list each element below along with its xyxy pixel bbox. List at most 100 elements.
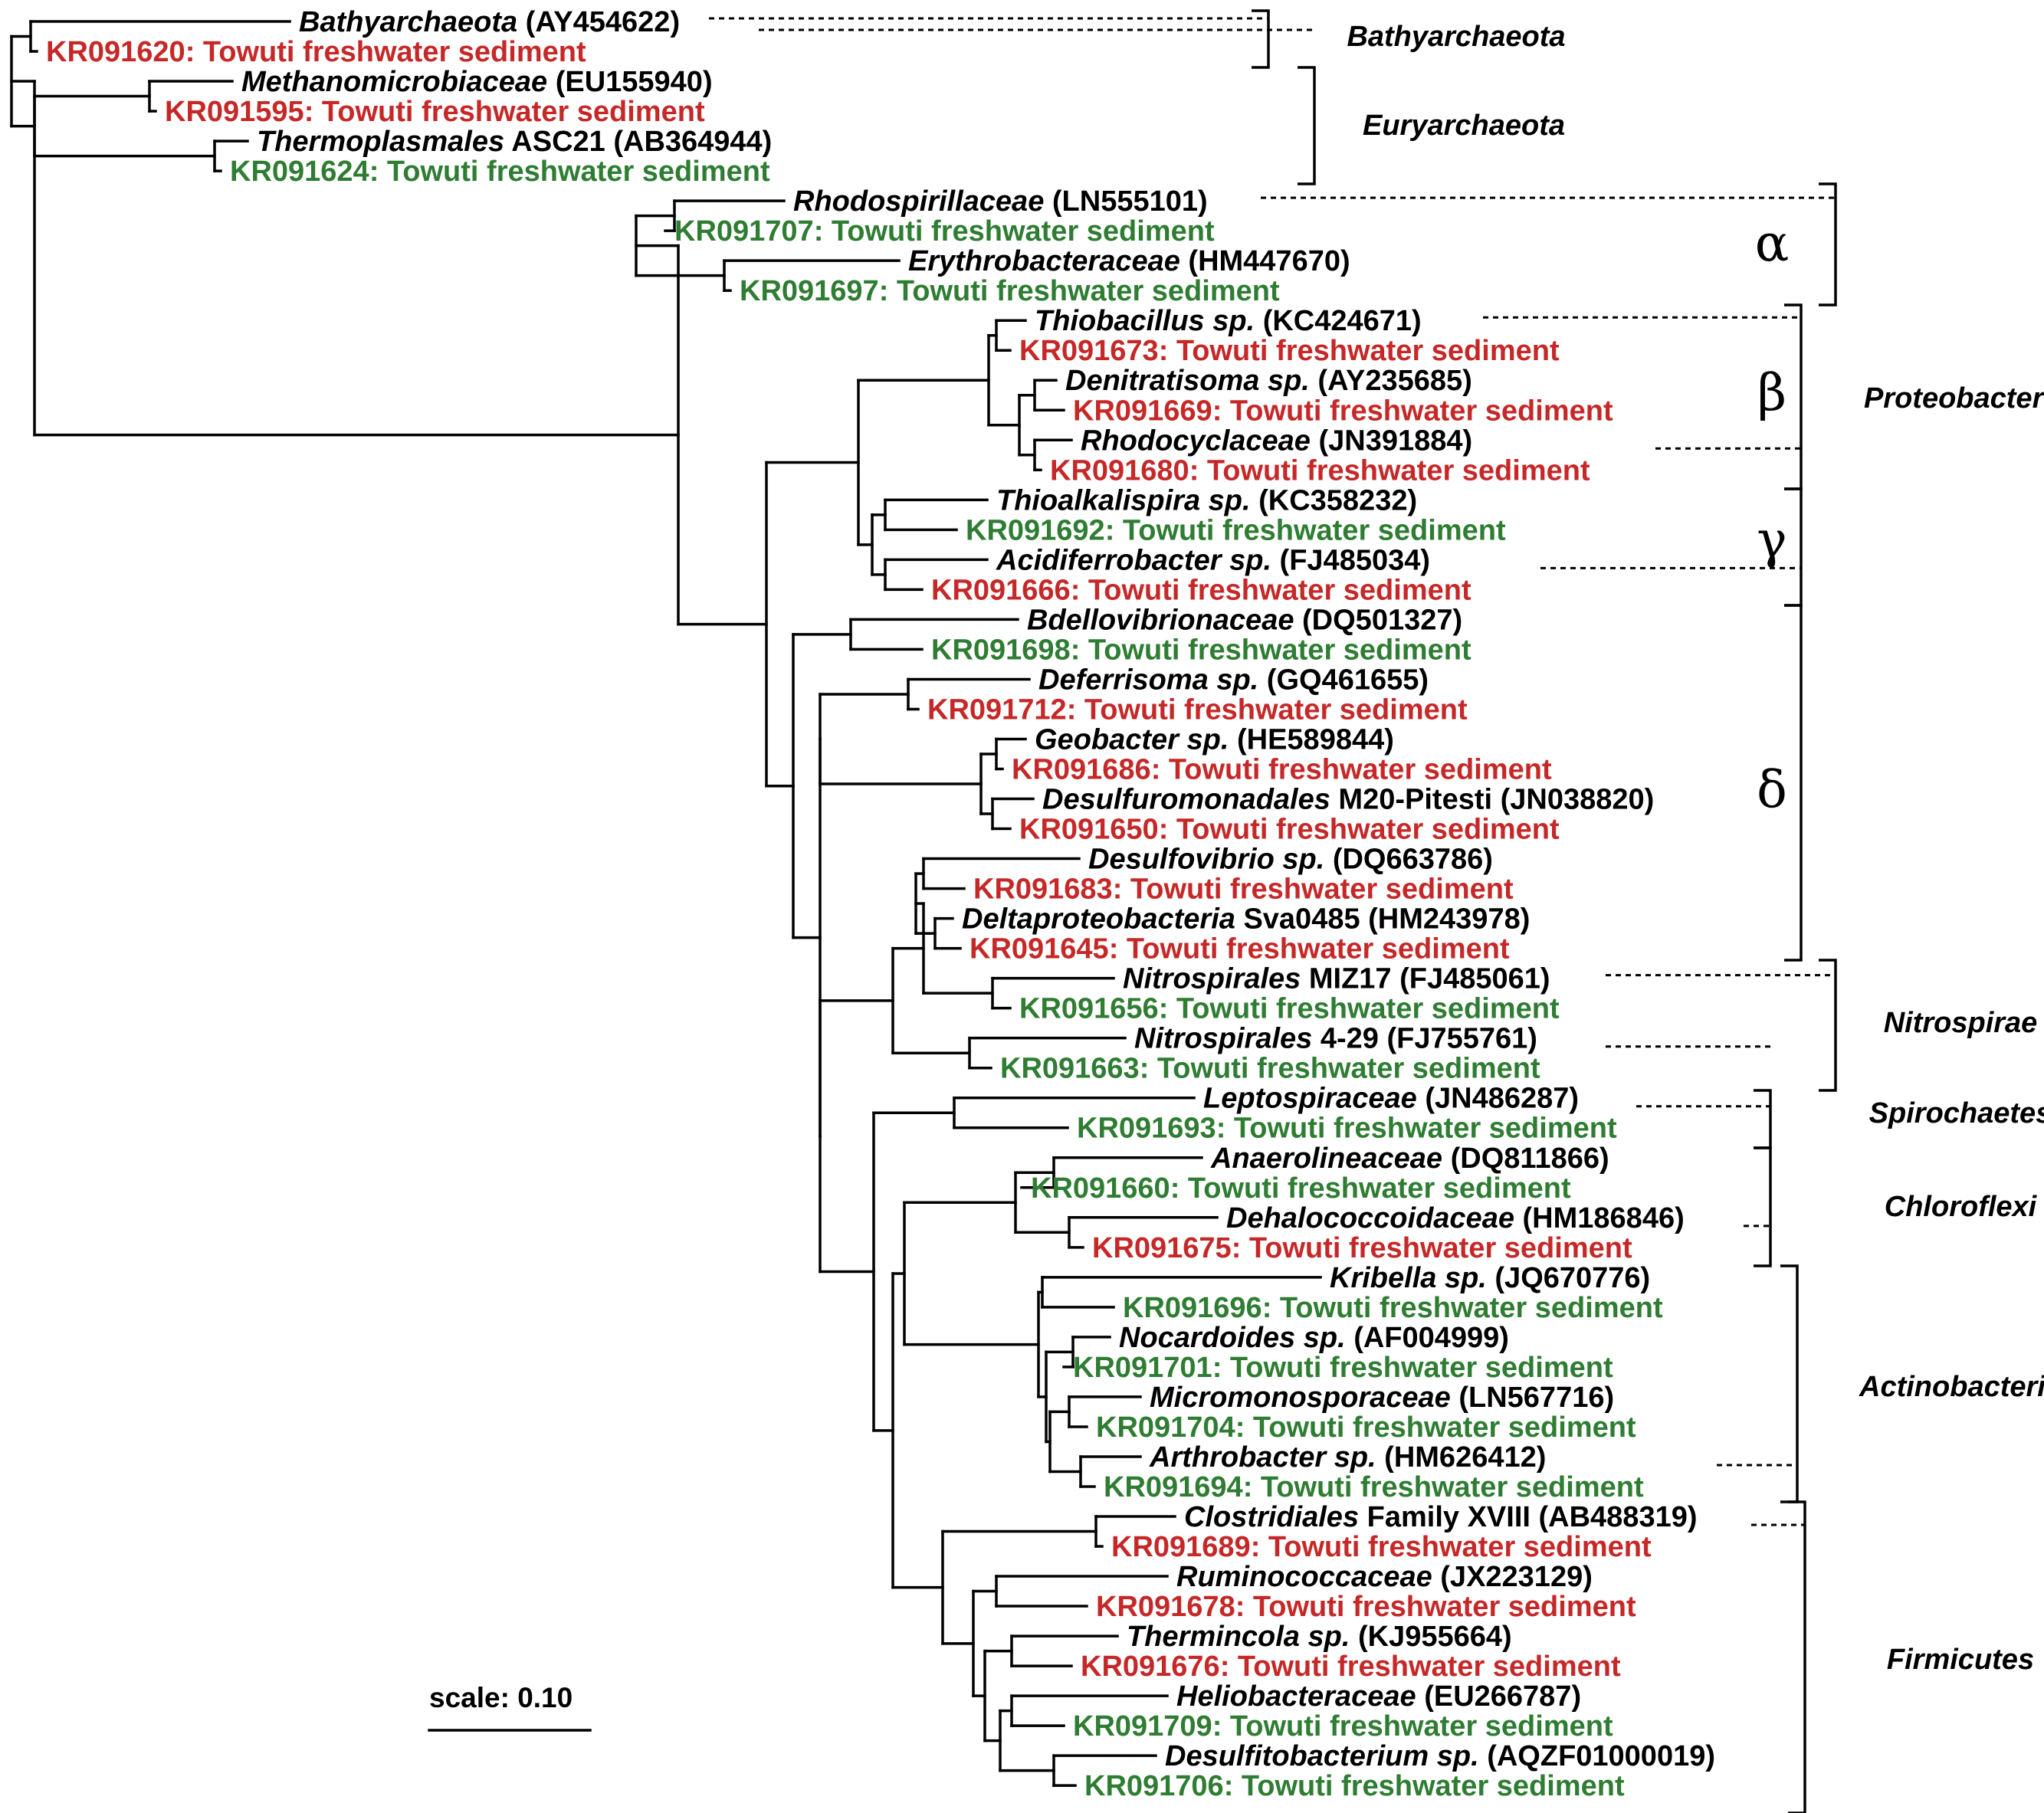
towuti-clone-label: KR091680: Towuti freshwater sediment — [1050, 454, 1590, 487]
taxon-name: Deltaproteobacteria — [962, 903, 1235, 936]
clade-bracket — [1754, 1089, 1772, 1149]
taxon-accession: (JN486287) — [1417, 1083, 1579, 1115]
towuti-clone-label: KR091701: Towuti freshwater sediment — [1073, 1352, 1613, 1384]
towuti-clone-label: KR091595: Towuti freshwater sediment — [165, 96, 705, 128]
reference-taxon-label: Deltaproteobacteria Sva0485 (HM243978) — [962, 903, 1530, 936]
taxon-accession: (EU155940) — [547, 66, 712, 98]
taxon-accession: (JQ670776) — [1487, 1262, 1650, 1294]
reference-taxon-label: Bdellovibrionaceae (DQ501327) — [1027, 604, 1462, 636]
taxon-accession: MIZ17 (FJ485061) — [1301, 963, 1550, 995]
phylum-labels: Bathyarchaeota Euryarchaeota Proteobacte… — [1347, 21, 2044, 1676]
reference-taxon-label: Desulfuromonadales M20-Pitesti (JN038820… — [1042, 784, 1654, 816]
taxon-accession: (KC424671) — [1255, 305, 1422, 337]
towuti-clone-label: KR091694: Towuti freshwater sediment — [1104, 1471, 1644, 1503]
phylum-label-euryarchaeota: Euryarchaeota — [1363, 110, 1565, 142]
class-label-alpha: α — [1755, 214, 1790, 273]
taxon-accession: (LN555101) — [1044, 185, 1207, 218]
taxon-accession: (DQ811866) — [1442, 1143, 1609, 1175]
towuti-clone-label: KR091660: Towuti freshwater sediment — [1031, 1172, 1571, 1205]
reference-taxon-label: Methanomicrobiaceae (EU155940) — [241, 66, 713, 98]
reference-taxon-label: Heliobacteraceae (EU266787) — [1176, 1680, 1581, 1713]
phylum-label-nitrospirae: Nitrospirae — [1884, 1007, 2038, 1039]
clade-bracket — [1784, 303, 1803, 490]
taxon-name: Bdellovibrionaceae — [1027, 604, 1294, 636]
taxon-name: Nocardoides sp. — [1119, 1322, 1346, 1354]
class-labels: α β γ δ — [1755, 214, 1790, 819]
reference-taxon-label: Anaerolineaceae (DQ811866) — [1210, 1143, 1609, 1175]
taxon-accession: (DQ501327) — [1294, 604, 1462, 636]
reference-taxon-label: Arthrobacter sp. (HM626412) — [1149, 1441, 1546, 1474]
clade-bracket — [1754, 1146, 1772, 1267]
leaf-labels: Bathyarchaeota (AY454622)KR091620: Towut… — [46, 6, 1715, 1802]
reference-taxon-label: Clostridiales Family XVIII (AB488319) — [1184, 1501, 1698, 1533]
reference-taxon-label: Micromonosporaceae (LN567716) — [1150, 1382, 1614, 1414]
reference-taxon-label: Thioalkalispira sp. (KC358232) — [996, 484, 1417, 516]
taxon-accession: (JX223129) — [1432, 1561, 1593, 1593]
reference-taxon-label: Desulfitobacterium sp. (AQZF01000019) — [1165, 1740, 1715, 1772]
taxon-accession: (AY235685) — [1310, 365, 1472, 397]
clade-bracket — [1784, 604, 1803, 962]
towuti-clone-label: KR091704: Towuti freshwater sediment — [1096, 1411, 1636, 1444]
towuti-clone-label: KR091686: Towuti freshwater sediment — [1012, 754, 1552, 786]
taxon-name: Thermincola sp. — [1127, 1621, 1350, 1653]
taxon-name: Erythrobacteraceae — [908, 245, 1180, 277]
taxon-name: Thiobacillus sp. — [1035, 305, 1255, 337]
taxon-name: Desulfuromonadales — [1042, 784, 1330, 816]
taxon-accession: Family XVIII (AB488319) — [1359, 1501, 1697, 1533]
reference-taxon-label: Thermoplasmales ASC21 (AB364944) — [257, 126, 772, 158]
taxon-accession: (HM447670) — [1180, 245, 1350, 277]
towuti-clone-label: KR091683: Towuti freshwater sediment — [973, 874, 1514, 906]
taxon-name: Leptospiraceae — [1203, 1083, 1417, 1115]
taxon-accession: (HE589844) — [1229, 723, 1393, 756]
scale-bar: scale: 0.10 — [428, 1682, 592, 1732]
taxon-name: Methanomicrobiaceae — [241, 66, 547, 98]
towuti-clone-label: KR091696: Towuti freshwater sediment — [1123, 1292, 1663, 1324]
taxon-accession: ASC21 (AB364944) — [504, 126, 772, 158]
clade-bracket — [1819, 182, 1837, 307]
phylum-label-chloroflexi: Chloroflexi — [1885, 1191, 2038, 1223]
taxon-accession: (AY454622) — [517, 6, 680, 38]
towuti-clone-label: KR091620: Towuti freshwater sediment — [46, 36, 586, 68]
taxon-name: Arthrobacter sp. — [1149, 1441, 1376, 1474]
reference-taxon-label: Geobacter sp. (HE589844) — [1035, 723, 1394, 756]
taxon-name: Ruminococcaceae — [1176, 1561, 1432, 1593]
class-label-delta: δ — [1757, 760, 1787, 819]
taxon-accession: (JN391884) — [1311, 425, 1472, 457]
taxon-name: Thioalkalispira sp. — [996, 484, 1251, 516]
taxon-accession: 4-29 (FJ755761) — [1312, 1023, 1537, 1055]
class-label-beta: β — [1757, 363, 1786, 422]
taxon-accession: (KC358232) — [1251, 484, 1418, 516]
towuti-clone-label: KR091624: Towuti freshwater sediment — [230, 156, 770, 188]
reference-taxon-label: Erythrobacteraceae (HM447670) — [908, 245, 1350, 277]
reference-taxon-label: Leptospiraceae (JN486287) — [1203, 1083, 1579, 1115]
taxon-name: Dehalococcoidaceae — [1226, 1202, 1514, 1234]
taxon-name: Nitrospirales — [1134, 1023, 1312, 1055]
taxon-accession: (HM626412) — [1376, 1441, 1547, 1474]
towuti-clone-label: KR091669: Towuti freshwater sediment — [1073, 395, 1613, 427]
taxon-name: Acidiferrobacter sp. — [996, 544, 1271, 576]
towuti-clone-label: KR091663: Towuti freshwater sediment — [1000, 1053, 1540, 1085]
towuti-clone-label: KR091666: Towuti freshwater sediment — [931, 574, 1471, 606]
reference-taxon-label: Bathyarchaeota (AY454622) — [299, 6, 680, 38]
taxon-name: Heliobacteraceae — [1176, 1680, 1416, 1713]
towuti-clone-label: KR091675: Towuti freshwater sediment — [1092, 1232, 1632, 1264]
phylum-label-firmicutes: Firmicutes — [1887, 1644, 2034, 1676]
taxon-name: Nitrospirales — [1123, 963, 1301, 995]
towuti-clone-label: KR091645: Towuti freshwater sediment — [970, 933, 1510, 966]
reference-taxon-label: Nocardoides sp. (AF004999) — [1119, 1322, 1509, 1354]
clade-bracket — [1298, 66, 1316, 185]
reference-taxon-label: Thermincola sp. (KJ955664) — [1127, 1621, 1512, 1653]
reference-taxon-label: Rhodospirillaceae (LN555101) — [793, 185, 1208, 218]
taxon-name: Micromonosporaceae — [1150, 1382, 1451, 1414]
taxon-accession: Sva0485 (HM243978) — [1235, 903, 1530, 936]
towuti-clone-label: KR091706: Towuti freshwater sediment — [1084, 1770, 1625, 1802]
clade-bracket — [1819, 959, 1837, 1092]
phylum-label-bathyarchaeota: Bathyarchaeota — [1347, 21, 1565, 53]
clade-leader-lines — [709, 17, 1836, 1526]
taxon-accession: (AQZF01000019) — [1479, 1740, 1715, 1772]
scale-bar-label: scale: 0.10 — [429, 1682, 573, 1713]
taxon-name: Kribella sp. — [1330, 1262, 1487, 1294]
reference-taxon-label: Nitrospirales MIZ17 (FJ485061) — [1123, 963, 1550, 995]
taxon-name: Bathyarchaeota — [299, 6, 517, 38]
